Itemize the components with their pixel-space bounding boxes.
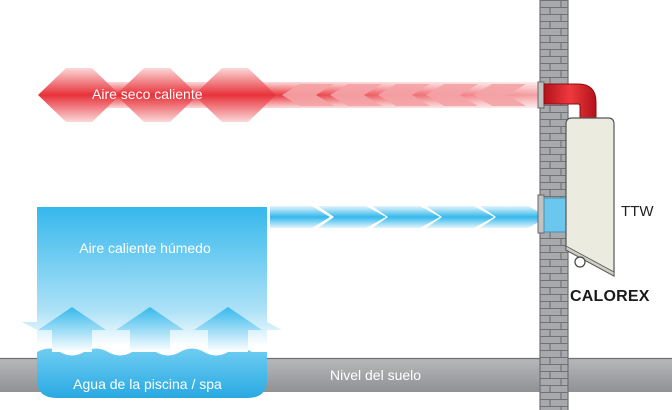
chevron-arrow-icon bbox=[270, 206, 330, 228]
brand-label: CALOREX bbox=[570, 288, 650, 305]
dry-air-label: Aire seco caliente bbox=[92, 86, 203, 102]
double-chevron-arrow-icon bbox=[116, 68, 198, 122]
up-arrow-icon bbox=[116, 307, 184, 352]
indicator-light-icon bbox=[574, 256, 586, 268]
humid-air-label: Aire caliente húmedo bbox=[79, 240, 211, 256]
pool-water-label: Agua de la piscina / spa bbox=[73, 376, 222, 392]
chevron-arrow-icon bbox=[480, 206, 548, 228]
chevron-arrow-icon bbox=[426, 84, 478, 106]
humid-air-area bbox=[22, 207, 282, 346]
pool-water bbox=[37, 348, 267, 398]
up-arrow-icon bbox=[38, 307, 106, 352]
chevron-arrow-icon bbox=[474, 84, 526, 106]
return-air-arrows bbox=[270, 206, 548, 228]
double-chevron-arrow-icon bbox=[38, 68, 120, 122]
dry-air-flow bbox=[38, 68, 542, 122]
chevron-arrow-icon bbox=[330, 84, 382, 106]
chevron-arrow-icon bbox=[282, 84, 334, 106]
chevron-arrow-icon bbox=[426, 206, 494, 228]
ttw-unit bbox=[565, 117, 615, 278]
up-arrow-icon bbox=[194, 307, 262, 352]
air-inlet-duct bbox=[537, 194, 569, 234]
double-chevron-arrow-icon bbox=[194, 68, 276, 122]
chevron-arrow-icon bbox=[372, 206, 440, 228]
unit-model-label: TTW bbox=[621, 203, 654, 220]
chevron-arrow-icon bbox=[378, 84, 430, 106]
ground-level-label: Nivel del suelo bbox=[330, 367, 422, 383]
evaporation-arrows bbox=[38, 307, 262, 352]
chevron-arrow-icon bbox=[318, 206, 386, 228]
